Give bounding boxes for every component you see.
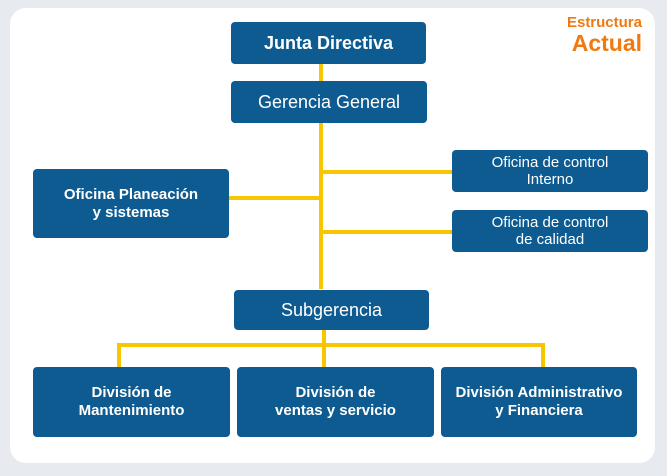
maintenance-division-label: División de Mantenimiento [78,384,185,419]
general-management-label: Gerencia General [257,91,401,112]
maintenance-division-box: División de Mantenimiento [33,367,230,437]
internal-control-office-label: Oficina de control Interno [491,154,609,188]
sub-management-label: Subgerencia [280,299,383,320]
connector-bus-to-maintenance [117,343,121,367]
structure-title-line2: Actual [571,30,642,56]
sales-division-label: División de ventas y servicio [275,384,396,419]
connector-internal-control-branch [321,170,452,174]
connector-planning-branch [229,196,321,200]
connector-bus-to-admin [541,343,545,367]
connector-main-vertical [319,123,323,289]
connector-quality-control-branch [321,230,452,234]
quality-control-office-box: Oficina de control de calidad [452,210,648,252]
admin-division-box: División Administrativo y Financiera [441,367,637,437]
admin-division-label: División Administrativo y Financiera [455,384,623,419]
connector-bus-to-sales [322,343,326,367]
connector-horizontal-bus [117,343,545,347]
planning-office-box: Oficina Planeación y sistemas [33,169,229,238]
quality-control-office-label: Oficina de control de calidad [491,214,609,248]
connector-board-to-general [319,64,323,81]
connector-sub-to-bus [322,330,326,345]
general-management-box: Gerencia General [231,81,427,123]
board-label: Junta Directiva [263,33,394,53]
sales-division-box: División de ventas y servicio [237,367,434,437]
internal-control-office-box: Oficina de control Interno [452,150,648,192]
board-box: Junta Directiva [231,22,426,64]
sub-management-box: Subgerencia [234,290,429,330]
structure-title-line1: Estructura [566,14,642,31]
planning-office-label: Oficina Planeación y sistemas [63,185,199,221]
